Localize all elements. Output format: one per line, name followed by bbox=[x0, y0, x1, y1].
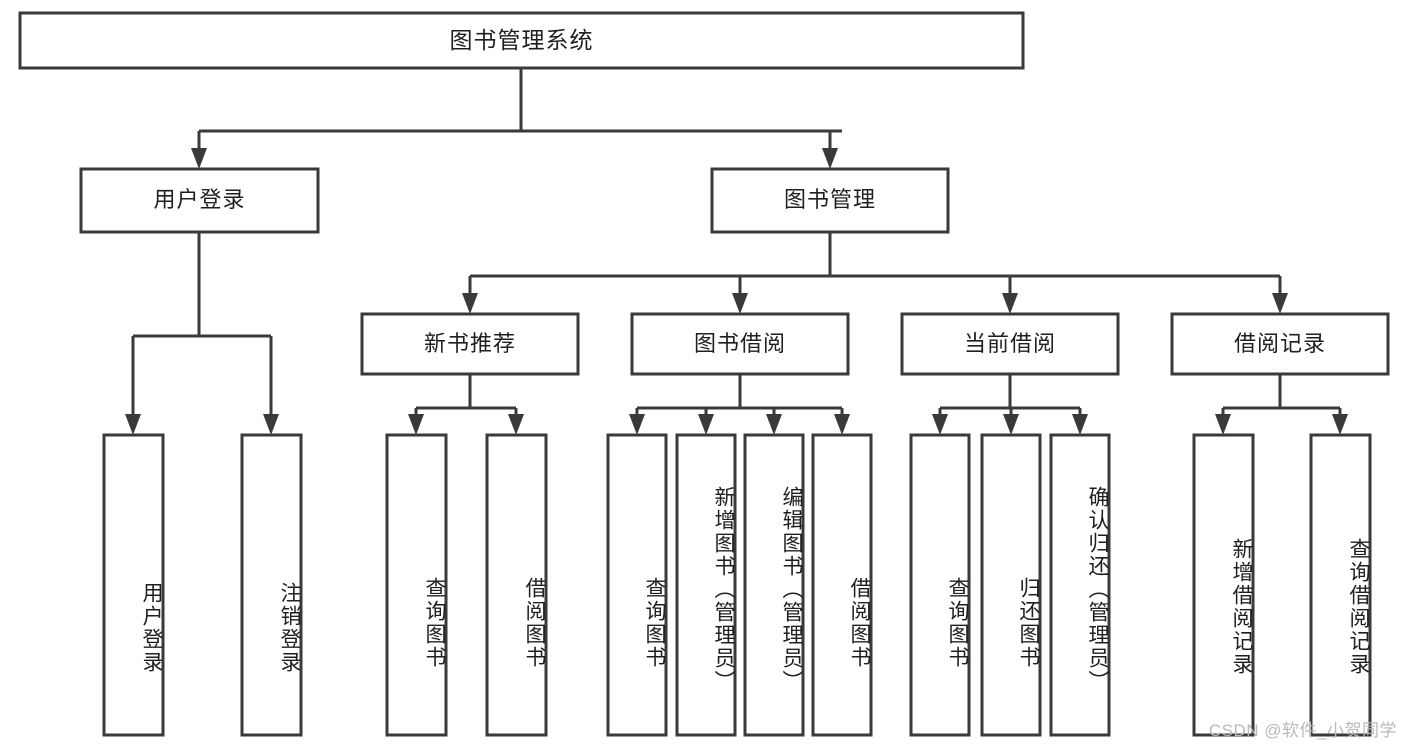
leaf-box-borrow-book-2[interactable] bbox=[811, 433, 873, 737]
node-box-user-login[interactable] bbox=[79, 167, 320, 234]
leaf-box-return-book[interactable] bbox=[980, 433, 1042, 737]
leaf-box-borrow-book-1[interactable] bbox=[485, 433, 548, 737]
arrowhead-leaf-borrow-book-2 bbox=[834, 414, 850, 435]
leaf-box-add-book[interactable] bbox=[675, 433, 737, 737]
node-box-borrow-record[interactable] bbox=[1170, 312, 1390, 376]
arrowhead-leaf-user-login bbox=[125, 414, 141, 435]
arrowhead-leaf-query-book-1 bbox=[408, 414, 424, 435]
arrowhead-leaf-add-record bbox=[1215, 414, 1231, 435]
connector-book-management-to-level3 bbox=[462, 232, 1288, 314]
arrowhead-leaf-query-book-3 bbox=[932, 414, 948, 435]
arrowhead-book-borrow bbox=[732, 293, 748, 314]
node-box-book-borrow[interactable] bbox=[630, 312, 850, 376]
arrowhead-leaf-edit-book bbox=[766, 414, 782, 435]
leaf-box-user-login[interactable] bbox=[102, 433, 165, 737]
connector-root-to-level2 bbox=[191, 68, 842, 169]
arrowhead-book-manage bbox=[822, 148, 838, 169]
leaf-box-query-book-3[interactable] bbox=[909, 433, 971, 737]
arrowhead-user-login bbox=[191, 148, 207, 169]
arrowhead-leaf-confirm-return bbox=[1072, 414, 1088, 435]
connector-current-borrow-to-leaves bbox=[932, 374, 1088, 435]
node-box-current-borrow[interactable] bbox=[900, 312, 1120, 376]
arrowhead-leaf-borrow-book-1 bbox=[508, 414, 524, 435]
connector-user-login-to-leaves bbox=[125, 232, 279, 435]
arrowhead-leaf-query-record bbox=[1332, 414, 1348, 435]
arrowhead-leaf-logout bbox=[263, 414, 279, 435]
leaf-box-logout[interactable] bbox=[240, 433, 303, 737]
arrowhead-leaf-query-book-2 bbox=[629, 414, 645, 435]
leaf-box-edit-book[interactable] bbox=[743, 433, 805, 737]
connector-borrow-record-to-leaves bbox=[1215, 374, 1348, 435]
arrowhead-leaf-return-book bbox=[1003, 414, 1019, 435]
arrowhead-new-book-recommend bbox=[462, 293, 478, 314]
connector-new-book-recommend-to-leaves bbox=[408, 374, 524, 435]
node-box-new-book-recommend[interactable] bbox=[360, 312, 580, 376]
arrowhead-current-borrow bbox=[1002, 293, 1018, 314]
arrowhead-borrow-record bbox=[1272, 293, 1288, 314]
watermark-text: CSDN @软件_小贺同学 bbox=[1208, 721, 1397, 740]
leaf-box-query-book-2[interactable] bbox=[606, 433, 668, 737]
node-box-root[interactable] bbox=[18, 11, 1025, 70]
leaf-box-confirm-return[interactable] bbox=[1049, 433, 1111, 737]
leaf-box-query-record[interactable] bbox=[1309, 433, 1372, 737]
node-box-book-management[interactable] bbox=[710, 167, 950, 234]
leaf-box-query-book-1[interactable] bbox=[385, 433, 448, 737]
connector-book-borrow-to-leaves bbox=[629, 374, 850, 435]
leaf-box-add-record[interactable] bbox=[1192, 433, 1255, 737]
arrowhead-leaf-add-book bbox=[698, 414, 714, 435]
